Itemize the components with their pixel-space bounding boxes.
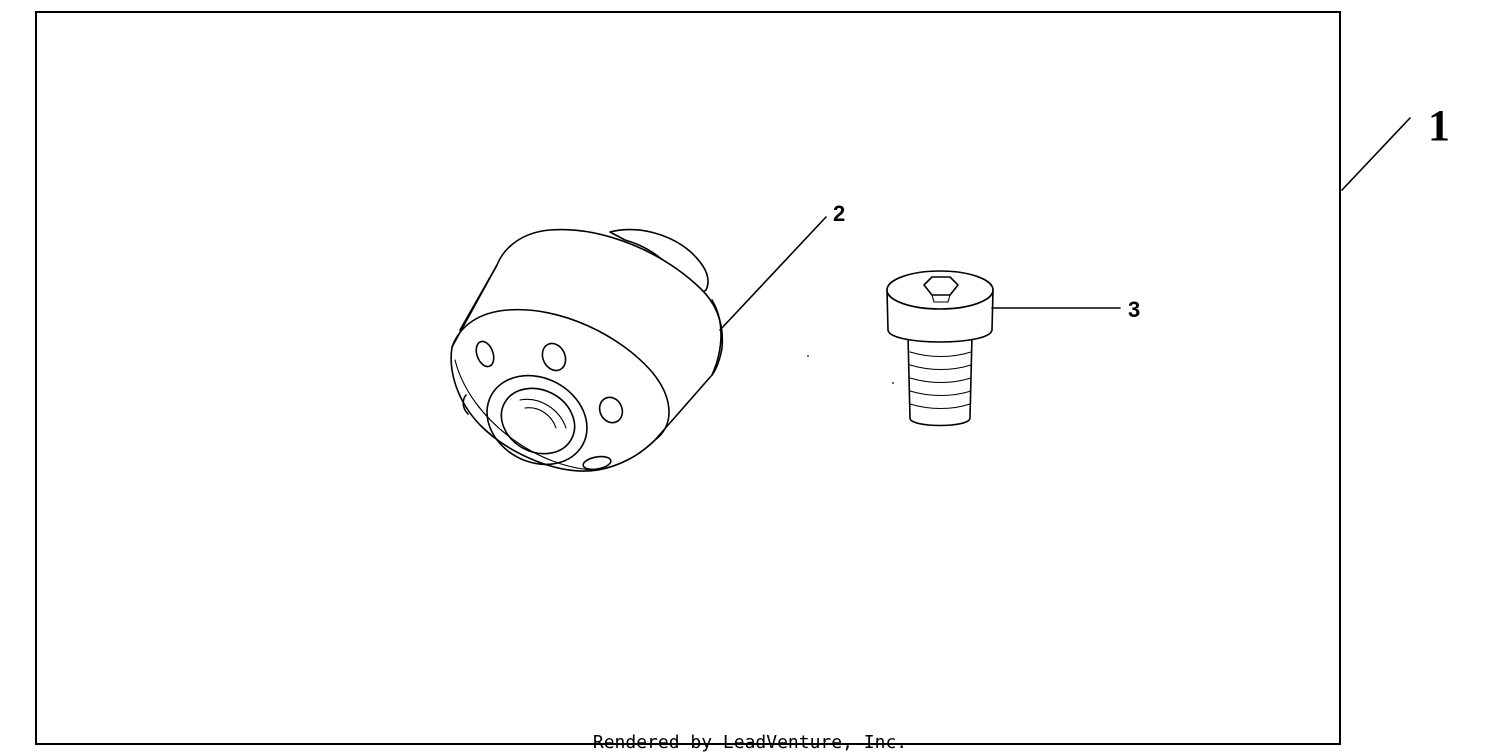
kit-border [35,11,1341,745]
callout-1: 1 [1428,101,1450,150]
callout-3: 3 [1128,297,1140,322]
callout-2: 2 [833,201,845,226]
cap-screw-drawing [886,270,994,427]
render-credit: Rendered by LeadVenture, Inc. [593,732,907,753]
leader-line-2 [719,216,827,331]
bar-end-weight-drawing [450,228,724,472]
leader-line-1 [1341,117,1411,191]
